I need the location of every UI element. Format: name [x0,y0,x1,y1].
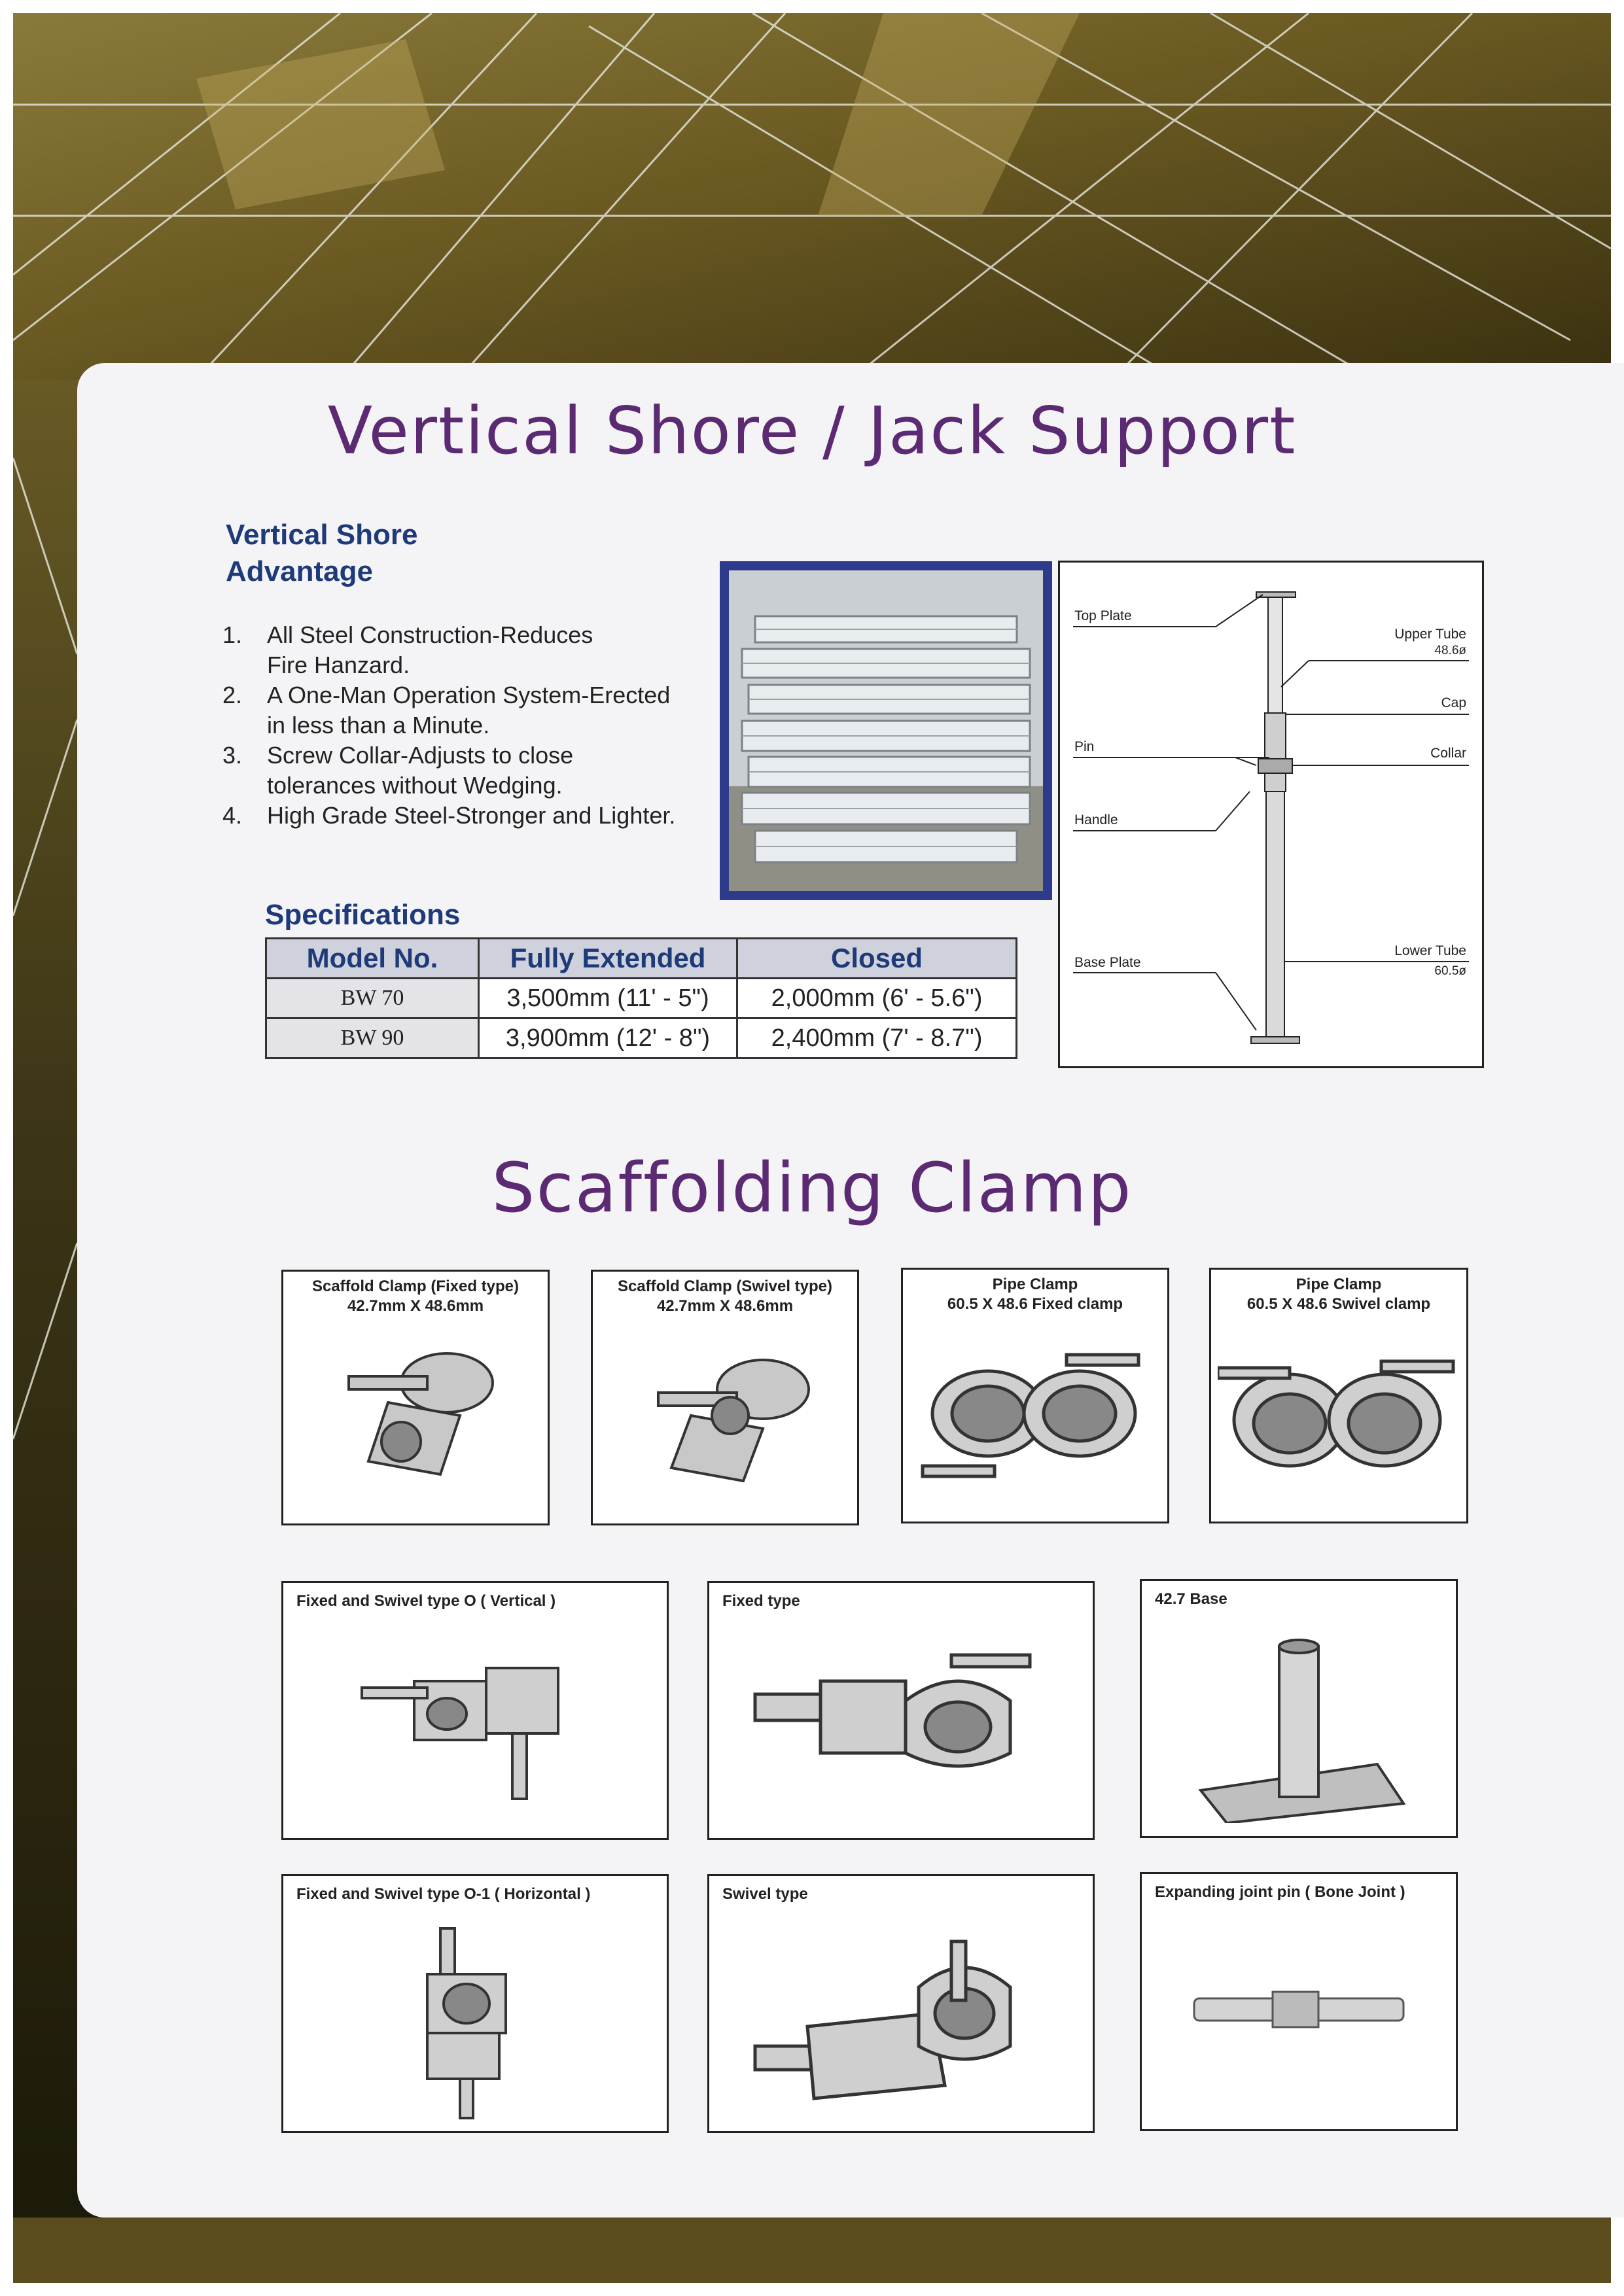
product-name: Fixed and Swivel type O-1 ( Horizontal ) [296,1885,591,1903]
table-cell: 2,000mm (6' - 5.6") [736,977,1017,1019]
column-header: Model No. [265,937,480,979]
column-header: Closed [736,937,1017,979]
product-name: Scaffold Clamp (Swivel type) [617,1278,833,1295]
jack-support-diagram: Top Plate Upper Tube 48.6ø Cap Pin Colla… [1058,561,1484,1068]
label-cap: Cap [1441,695,1466,710]
page-title-shore: Vertical Shore / Jack Support [327,392,1297,469]
vertical-clamp-image [361,1667,559,1800]
specifications-heading: Specifications [265,899,461,931]
product-card: Swivel type [707,1874,1095,2133]
swivel-clamp-image [657,1359,810,1483]
list-item: 4.High Grade Steel-Stronger and Lighter. [222,802,676,829]
horizontal-clamp-image [426,1927,507,2119]
product-card: Fixed and Swivel type O ( Vertical ) [281,1581,669,1840]
subheading-advantage: Advantage [226,555,373,587]
specifications-table: Model No. Fully Extended Closed BW 70 3,… [265,937,1017,1059]
product-name: 42.7 Base [1155,1590,1227,1608]
table-cell: 3,900mm (12' - 8") [478,1017,738,1059]
base-plate-image [1198,1639,1406,1823]
table-header-row: Model No. Fully Extended Closed [265,937,1017,979]
product-size: 60.5 X 48.6 Fixed clamp [947,1295,1123,1313]
product-card: Fixed type [707,1581,1095,1840]
product-card: Pipe Clamp 60.5 X 48.6 Swivel clamp [1209,1268,1468,1523]
product-card: 42.7 Base [1140,1579,1458,1838]
table-row: BW 90 3,900mm (12' - 8") 2,400mm (7' - 8… [265,1017,1017,1059]
label-lower-size: 60.5ø [1434,964,1466,978]
product-card: Scaffold Clamp (Swivel type) 42.7mm X 48.… [591,1270,859,1525]
product-card: Scaffold Clamp (Fixed type) 42.7mm X 48.6… [281,1270,550,1525]
table-cell: 3,500mm (11' - 5") [478,977,738,1019]
table-cell: BW 90 [265,1017,480,1059]
product-card: Expanding joint pin ( Bone Joint ) [1140,1872,1458,2131]
product-name: Fixed and Swivel type O ( Vertical ) [296,1592,556,1610]
label-lower-tube: Lower Tube [1394,943,1466,958]
table-row: BW 70 3,500mm (11' - 5") 2,000mm (6' - 5… [265,977,1017,1019]
page-title-clamps: Scaffolding Clamp [491,1148,1133,1228]
product-name: Scaffold Clamp (Fixed type) [311,1278,520,1295]
label-upper-size: 48.6ø [1434,644,1466,657]
fixed-type-image [753,1653,1032,1768]
label-upper-tube: Upper Tube [1394,627,1466,642]
shore-stack-photo [720,561,1052,900]
pipe-swivel-clamp-image [1218,1359,1455,1468]
product-size: 42.7mm X 48.6mm [347,1297,484,1315]
product-name: Expanding joint pin ( Bone Joint ) [1155,1883,1405,1901]
product-name: Pipe Clamp [992,1276,1078,1293]
label-pin: Pin [1074,739,1095,754]
column-header: Fully Extended [478,937,738,979]
bone-joint-pin-image [1193,1991,1405,2028]
table-cell: 2,400mm (7' - 8.7") [736,1017,1017,1059]
swivel-type-image [753,1939,1012,2100]
product-name: Fixed type [722,1592,800,1610]
label-base-plate: Base Plate [1074,955,1141,970]
table-cell: BW 70 [265,977,480,1019]
label-top-plate: Top Plate [1074,608,1132,623]
product-card: Fixed and Swivel type O-1 ( Horizontal ) [281,1874,669,2133]
label-collar: Collar [1430,746,1466,761]
product-size: 60.5 X 48.6 Swivel clamp [1246,1295,1431,1313]
fixed-clamp-image [347,1352,494,1476]
label-handle: Handle [1074,812,1118,827]
pipe-fixed-clamp-image [921,1353,1140,1478]
product-name: Swivel type [722,1885,808,1903]
subheading-vertical-shore: Vertical Shore [226,519,418,551]
product-card: Pipe Clamp 60.5 X 48.6 Fixed clamp [901,1268,1169,1523]
product-name: Pipe Clamp [1296,1276,1382,1293]
product-size: 42.7mm X 48.6mm [656,1297,794,1315]
